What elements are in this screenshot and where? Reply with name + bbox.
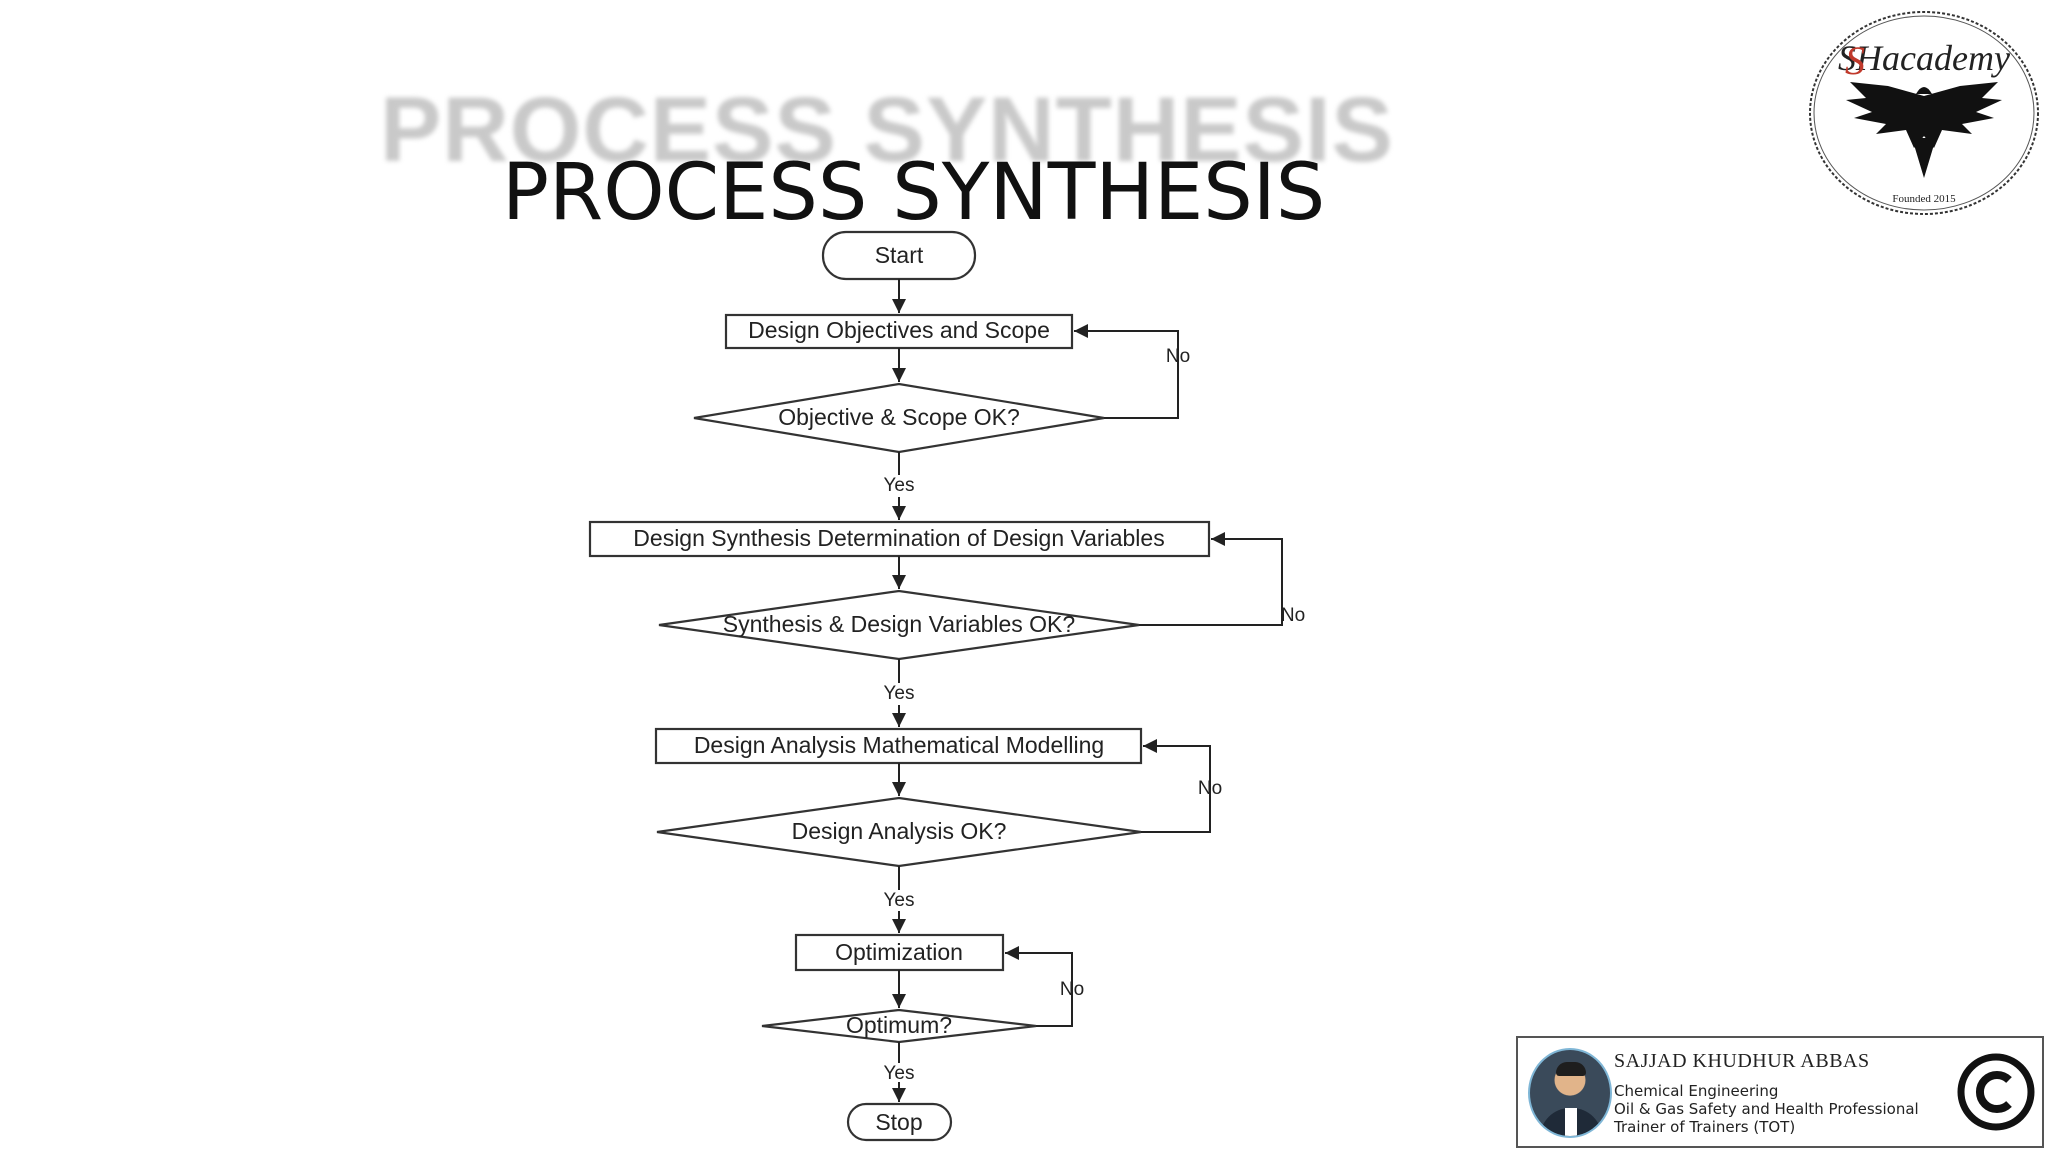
step2-label: Design Synthesis Determination of Design… <box>633 525 1164 551</box>
no-label-4: No <box>1060 979 1084 1000</box>
step3-label: Design Analysis Mathematical Modelling <box>694 732 1104 758</box>
step3-box <box>654 727 1143 765</box>
step4-box <box>794 933 1005 972</box>
slide-title: PROCESS SYNTHESIS <box>502 148 1326 238</box>
start-label: Start <box>875 242 924 268</box>
no-label-2: No <box>1281 605 1305 626</box>
step1-label: Design Objectives and Scope <box>748 317 1050 343</box>
copyright-icon: © <box>1957 1053 2035 1131</box>
author-name: SAJJAD KHUDHUR ABBAS <box>1614 1050 1870 1072</box>
author-card: SAJJAD KHUDHUR ABBAS Chemical Engineerin… <box>1516 1036 2044 1148</box>
stop-terminal <box>846 1102 953 1142</box>
decision3-label: Design Analysis OK? <box>792 818 1007 844</box>
logo-s-letter: S <box>1845 38 1865 83</box>
no-label-1: No <box>1166 346 1190 367</box>
title-shadow: PROCESS SYNTHESIS <box>380 79 1394 181</box>
author-line-3: Trainer of Trainers (TOT) <box>1614 1118 1796 1136</box>
decision2-label: Synthesis & Design Variables OK? <box>723 611 1075 637</box>
yes-label-2: Yes <box>884 683 915 704</box>
step4-label: Optimization <box>835 939 963 965</box>
loop-no-1 <box>1074 324 1179 419</box>
step1-box <box>724 313 1074 350</box>
loop-no-2 <box>1139 532 1283 626</box>
decision4-label: Optimum? <box>846 1012 952 1038</box>
logo-founded-text: Founded 2015 <box>1892 193 1956 205</box>
logo-brand-text: SHacademy <box>1838 38 2010 78</box>
shacademy-logo: SHacademy S Founded 2015 <box>1809 11 2039 215</box>
loop-no-4 <box>1005 946 1073 1027</box>
decision1-label: Objective & Scope OK? <box>778 404 1020 430</box>
stop-label: Stop <box>875 1109 922 1135</box>
loop-no-3 <box>1141 739 1211 833</box>
yes-label-4: Yes <box>884 1063 915 1084</box>
author-line-2: Oil & Gas Safety and Health Professional <box>1614 1100 1919 1118</box>
eagle-icon <box>1846 82 2002 178</box>
avatar <box>1528 1048 1612 1138</box>
yes-label-3: Yes <box>884 890 915 911</box>
yes-label-1: Yes <box>884 475 915 496</box>
no-label-3: No <box>1198 778 1222 799</box>
author-line-1: Chemical Engineering <box>1614 1082 1779 1100</box>
